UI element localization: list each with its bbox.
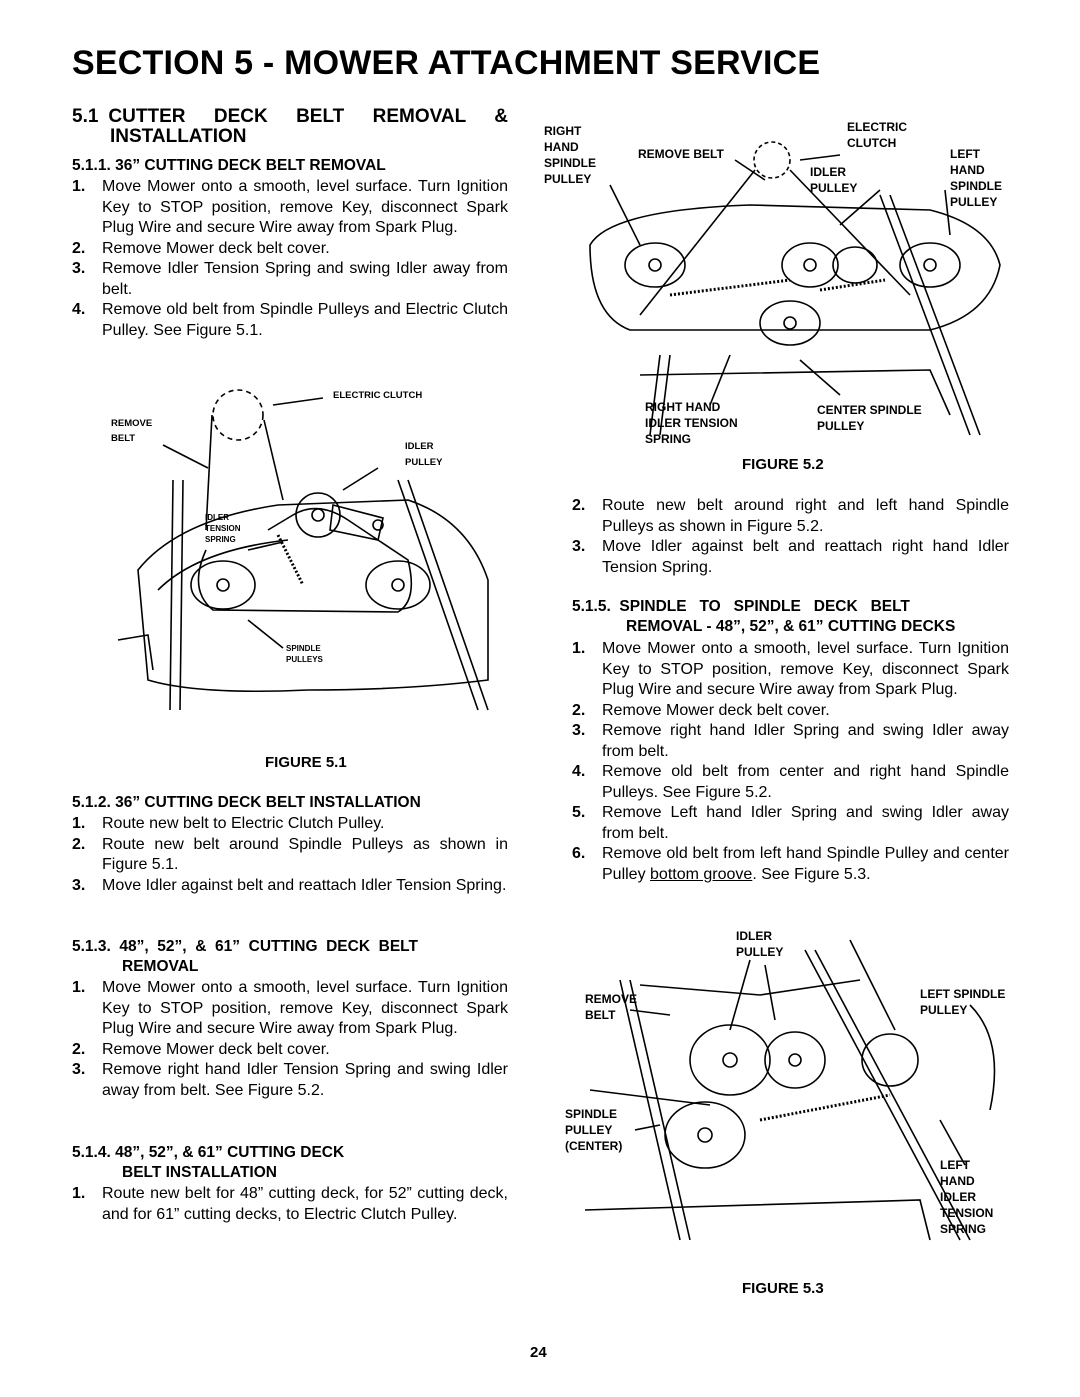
figure-5-3-drawing (584, 939, 996, 1241)
list-item: 1.Route new belt to Electric Clutch Pull… (72, 815, 385, 832)
fig52-label-right-hand-idler-tension-spring: RIGHT HAND IDLER TENSION SPRING (645, 400, 738, 446)
s514-heading: 5.1.4. 48”, 52”, & 61” CUTTING DECK BELT… (72, 1144, 345, 1181)
fig52-label-electric-clutch: ELECTRIC CLUTCH (847, 120, 907, 150)
figure-5-1-caption: FIGURE 5.1 (265, 754, 347, 771)
figure-5-1: ELECTRIC CLUTCH REMOVE BELT IDLER PULLEY… (108, 380, 508, 720)
list-item: 6.Remove old belt from left hand Spindle… (572, 845, 1009, 883)
list-item: 1.Move Mower onto a smooth, level surfac… (572, 640, 1009, 698)
list-item: 2.Route new belt around Spindle Pulleys … (72, 835, 508, 874)
list-item: 2.Remove Mower deck belt cover. (72, 239, 330, 257)
list-item: 3.Remove Idler Tension Spring and swing … (72, 260, 508, 298)
fig52-label-idler-pulley: IDLER PULLEY (810, 165, 858, 195)
figure-5-3: IDLER PULLEY REMOVE BELT LEFT SPINDLE PU… (560, 920, 1025, 1250)
fig51-label-pulley: PULLEY (405, 457, 443, 468)
fig52-label-left-hand-spindle-pulley: LEFT HAND SPINDLE PULLEY (950, 147, 1003, 209)
section-5-1-heading: 5.1 CUTTER DECK BELT REMOVAL & INSTALLAT… (72, 107, 508, 147)
list-item: 4.Remove old belt from Spindle Pulleys a… (72, 301, 508, 339)
list-item: 3.Move Idler against belt and reattach I… (72, 876, 507, 894)
s511-steps: 1.Move Mower onto a smooth, level surfac… (72, 177, 508, 341)
list-item: 3.Remove right hand Idler Spring and swi… (572, 722, 1009, 760)
fig53-label-idler-pulley: IDLER PULLEY (736, 929, 784, 959)
s51x-continued-steps: 2.Route new belt around right and left h… (572, 496, 1009, 578)
list-item: 2.Remove Mower deck belt cover. (572, 701, 830, 719)
fig52-label-remove-belt: REMOVE BELT (638, 147, 724, 161)
fig52-label-center-spindle-pulley: CENTER SPINDLE PULLEY (817, 403, 922, 433)
s513-steps: 1.Move Mower onto a smooth, level surfac… (72, 978, 508, 1101)
s515-heading: 5.1.5. SPINDLE TO SPINDLE DECK BELT REMO… (572, 598, 956, 635)
fig53-label-spindle-pulley-center: SPINDLE PULLEY (CENTER) (565, 1107, 623, 1153)
list-item: 1.Move Mower onto a smooth, level surfac… (72, 178, 508, 236)
fig51-label-belt: BELT (111, 433, 136, 444)
list-item: 2.Route new belt around right and left h… (572, 497, 1009, 535)
page-title: SECTION 5 - MOWER ATTACHMENT SERVICE (72, 44, 821, 82)
s511-heading: 5.1.1. 36” CUTTING DECK BELT REMOVAL (72, 157, 386, 174)
list-item: 4.Remove old belt from center and right … (572, 763, 1009, 801)
figure-5-2-drawing (589, 141, 1001, 436)
fig51-label-spindle-pulleys: SPINDLE PULLEYS (286, 644, 323, 664)
figure-5-2: RIGHT HAND SPINDLE PULLEY REMOVE BELT EL… (544, 115, 1020, 450)
s512-heading: 5.1.2. 36” CUTTING DECK BELT INSTALLATIO… (72, 794, 421, 811)
s514-steps: 1.Route new belt for 48” cutting deck, f… (72, 1184, 508, 1225)
section-5-1-title-line1: CUTTER DECK BELT REMOVAL & (108, 106, 508, 127)
fig51-label-idler-tension-spring: IDLER TENSION SPRING (205, 513, 241, 544)
list-item: 3.Remove right hand Idler Tension Spring… (72, 1061, 508, 1099)
list-item: 1.Move Mower onto a smooth, level surfac… (72, 979, 508, 1037)
list-item: 2.Remove Mower deck belt cover. (72, 1040, 330, 1058)
fig51-label-remove: REMOVE (111, 418, 153, 429)
list-item: 1.Route new belt for 48” cutting deck, f… (72, 1185, 508, 1223)
fig51-label-idler: IDLER (405, 441, 434, 452)
section-5-1-number: 5.1 (72, 106, 99, 127)
fig53-label-left-hand-idler-tension-spring: LEFT HAND IDLER TENSION SPRING (940, 1158, 994, 1236)
figure-5-1-drawing (117, 389, 489, 711)
s515-steps: 1.Move Mower onto a smooth, level surfac… (572, 639, 1009, 885)
fig53-label-left-spindle-pulley: LEFT SPINDLE PULLEY (920, 987, 1006, 1017)
fig52-label-right-hand-spindle-pulley: RIGHT HAND SPINDLE PULLEY (544, 124, 597, 186)
s513-heading: 5.1.3. 48”, 52”, & 61” CUTTING DECK BELT… (72, 938, 418, 975)
s512-steps: 1.Route new belt to Electric Clutch Pull… (72, 814, 508, 896)
fig51-label-electric-clutch: ELECTRIC CLUTCH (333, 390, 423, 401)
list-item: 3.Move Idler against belt and reattach r… (572, 538, 1009, 576)
section-5-1-title-line2: INSTALLATION (110, 126, 247, 147)
fig53-label-remove-belt: REMOVE BELT (585, 992, 638, 1022)
figure-5-2-caption: FIGURE 5.2 (742, 456, 824, 473)
list-item: 5.Remove Left hand Idler Spring and swin… (572, 804, 1009, 842)
page-number: 24 (530, 1344, 547, 1361)
figure-5-3-caption: FIGURE 5.3 (742, 1280, 824, 1297)
